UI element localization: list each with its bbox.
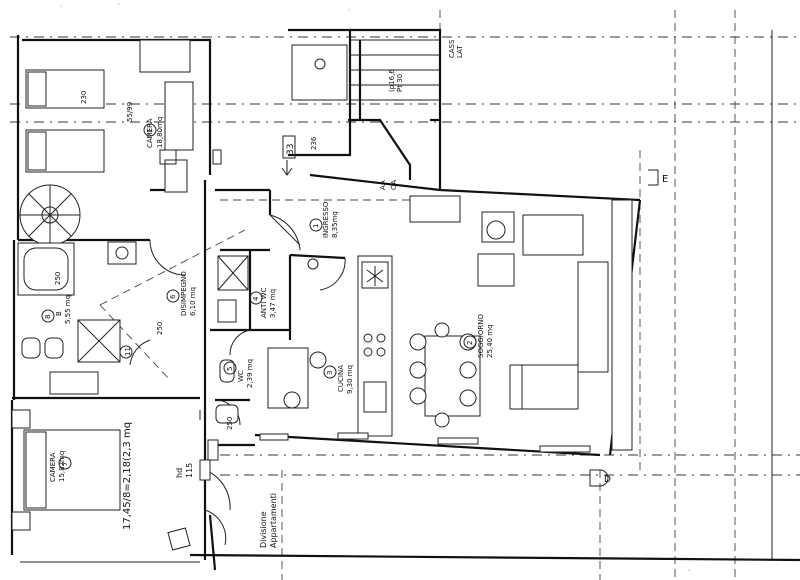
room-camera-bottom-area: 15,82mq: [58, 451, 66, 482]
room-wc-area: 2,39 mq: [246, 359, 254, 388]
dim-aa: AA: [379, 180, 387, 190]
room-ingresso-name: INGRESSO: [322, 201, 330, 238]
room-bagno-area: 5,55 mq: [64, 295, 72, 324]
room-antiwc-number: 4: [252, 296, 260, 301]
room-wc-number: 5: [226, 367, 234, 371]
bedroom-top-furniture: [19, 39, 222, 246]
room-antiwc-name: ANTI WC: [260, 287, 268, 318]
room-markers: [41, 123, 477, 470]
dim-33: 33: [286, 144, 296, 155]
num-11: 11: [124, 347, 132, 356]
cassa-label-2: LAT: [456, 45, 464, 58]
room-disimpegno-area: 6,10 mq: [189, 287, 197, 316]
room-ingresso-area: 8,35mq: [331, 211, 339, 238]
staircase: [291, 39, 440, 101]
room-soggiorno-area: 25,40 mq: [486, 324, 494, 358]
room-labels: CAMERA 18,80mq 1 INGRESSO 8,35mq 1 DISIM…: [44, 117, 494, 482]
room-cucina-number: 3: [326, 371, 334, 375]
room-camera-top-area: 18,80mq: [156, 117, 164, 148]
ringhiera-label: 17,45/8=2,18(2,3 mq: [122, 422, 133, 530]
living-furniture: [409, 195, 633, 451]
room-bagno-number: 8: [44, 315, 52, 319]
room-soggiorno-name: SOGGIORNO: [477, 314, 485, 358]
room-cucina-name: CUCINA: [337, 365, 345, 392]
room-cucina-area: 9,30 mq: [346, 365, 354, 394]
mark-d: D: [604, 475, 611, 485]
room-camera-top-name: CAMERA: [146, 118, 154, 148]
dim-250-a: 250: [54, 272, 62, 285]
dim-5599: 55/99: [126, 102, 134, 122]
room-soggiorno-number: 2: [466, 341, 474, 345]
divisione-label-2: Appartamenti: [269, 493, 278, 548]
divisione-label: Divisione: [259, 511, 268, 548]
room-camera-bottom-name: CAMERA: [49, 452, 57, 482]
hd-label: hd: [175, 468, 184, 478]
room-bagno-name: B: [55, 311, 63, 316]
annotations: 230 55/99 33 236 AA OA Pt 30 (p16,6 CASS…: [54, 39, 668, 548]
stair-label: Pt 30: [396, 74, 404, 92]
kitchen-fixtures: [267, 255, 393, 437]
stair-label-2: (p16,6: [388, 69, 396, 92]
bedroom-bottom-furniture: [11, 409, 200, 563]
mark-e: E: [662, 174, 668, 185]
room-wc-name: WC: [237, 370, 245, 382]
cassa-label: CASS: [448, 39, 456, 58]
room-ingresso-number: 1: [312, 224, 320, 228]
room-disimpegno-name: DISIMPEGNO: [180, 271, 188, 316]
room-camera-bottom-number: 7: [61, 462, 69, 466]
dim-oa: OA: [390, 180, 398, 190]
room-disimpegno-number: 6: [169, 294, 177, 299]
dim-250-b: 250: [156, 322, 164, 335]
windows: [199, 432, 591, 481]
room-camera-top-number: 1: [146, 129, 154, 133]
walls: [10, 28, 800, 571]
bathroom-fixtures: [17, 241, 249, 424]
hd-label-2: 115: [185, 463, 194, 478]
room-antiwc-area: 3,47 mq: [269, 289, 277, 318]
dim-250-c: 250: [226, 417, 234, 430]
dim-236: 236: [310, 136, 318, 150]
scan-noise: [60, 3, 690, 571]
dim-230: 230: [80, 91, 88, 104]
